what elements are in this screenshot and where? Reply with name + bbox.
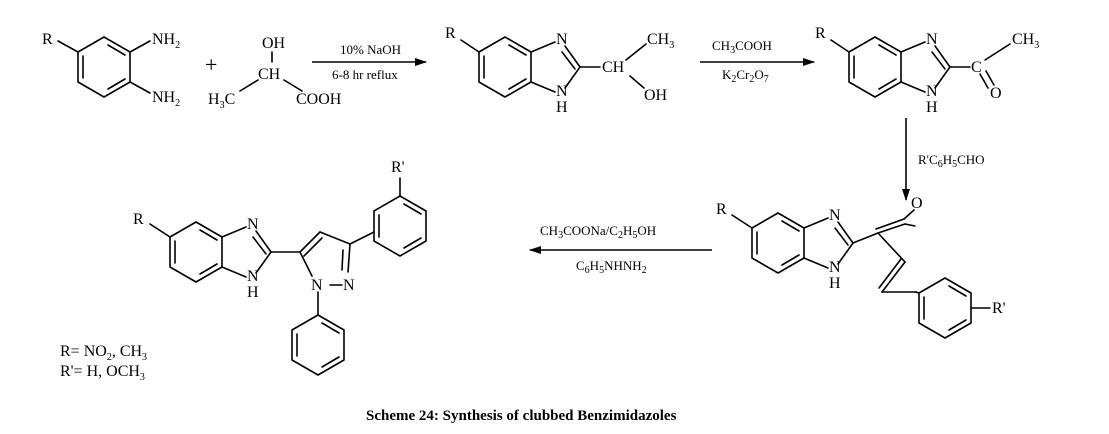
step4-arrow: CH3COONa/C2H5OH C6H5NHNH2 [529, 223, 712, 276]
svg-text:CH3COOH: CH3COOH [712, 38, 772, 56]
svg-text:N: N [926, 83, 938, 100]
svg-text:CH3: CH3 [1012, 31, 1039, 51]
nh2-top: NH [152, 31, 176, 48]
svg-text:N: N [343, 277, 355, 294]
svg-text:CH3COONa/C2H5OH: CH3COONa/C2H5OH [540, 223, 656, 241]
product-pyrazolyl-benzimidazole: R N N H N N R' [133, 159, 427, 376]
svg-text:N: N [311, 277, 323, 294]
plus-sign: + [205, 52, 217, 77]
cooh-label: COOH [296, 91, 342, 108]
step3-arrow: R'C6H5CHO [902, 118, 985, 201]
svg-text:R'C6H5CHO: R'C6H5CHO [918, 152, 985, 170]
svg-text:R: R [133, 211, 144, 228]
svg-text:N: N [556, 83, 568, 100]
chalcone-intermediate: R N N H O R' [716, 195, 1006, 339]
r-label: R [42, 31, 53, 48]
ch-label: CH [258, 66, 281, 83]
svg-text:R: R [815, 25, 826, 42]
svg-text:OH: OH [644, 87, 668, 104]
svg-text:N: N [556, 31, 568, 48]
scheme-caption: Scheme 24: Synthesis of clubbed Benzimid… [366, 408, 677, 424]
substituent-legend: R= NO2, CH3 R'= H, OCH3 [60, 343, 147, 383]
svg-text:NH2: NH2 [152, 31, 180, 51]
svg-text:R: R [445, 25, 456, 42]
svg-text:R': R' [391, 159, 405, 176]
step1-condition: 6-8 hr reflux [332, 67, 398, 82]
svg-text:R= NO2, CH3: R= NO2, CH3 [60, 343, 147, 363]
svg-text:C: C [971, 59, 982, 76]
step2-arrow: CH3COOH K2Cr2O7 [700, 38, 815, 85]
svg-text:R'= H, OCH3: R'= H, OCH3 [60, 363, 145, 383]
oh-label: OH [262, 35, 286, 52]
svg-text:K2Cr2O7: K2Cr2O7 [722, 67, 769, 85]
reactant-lactic-acid: OH CH H3C COOH [208, 35, 342, 111]
svg-text:R: R [716, 201, 727, 218]
svg-text:N: N [247, 268, 259, 285]
svg-text:N: N [829, 207, 841, 224]
intermediate-hydroxyethyl-benzimidazole: R N N H CH CH3 OH [445, 25, 674, 116]
reactant-diamine: R NH2 NH2 [42, 31, 180, 109]
svg-text:N: N [247, 216, 259, 233]
nh2-bottom: NH [152, 89, 176, 106]
svg-text:R': R' [992, 300, 1006, 317]
svg-text:O: O [911, 195, 923, 212]
svg-text:H3C: H3C [208, 91, 235, 111]
intermediate-acetyl-benzimidazole: R N N H C O CH3 [815, 25, 1039, 116]
step1-reagent: 10% NaOH [340, 42, 401, 57]
svg-text:H: H [926, 99, 938, 116]
svg-text:CH3: CH3 [647, 31, 674, 51]
svg-text:NH2: NH2 [152, 89, 180, 109]
svg-text:CH: CH [602, 59, 625, 76]
svg-text:N: N [829, 259, 841, 276]
svg-text:O: O [990, 85, 1002, 102]
step1-arrow: 10% NaOH 6-8 hr reflux [312, 42, 427, 82]
svg-text:H: H [829, 275, 841, 292]
svg-text:N: N [926, 31, 938, 48]
svg-text:H: H [247, 284, 259, 301]
svg-text:C6H5NHNH2: C6H5NHNH2 [576, 258, 647, 276]
svg-text:H: H [556, 99, 568, 116]
